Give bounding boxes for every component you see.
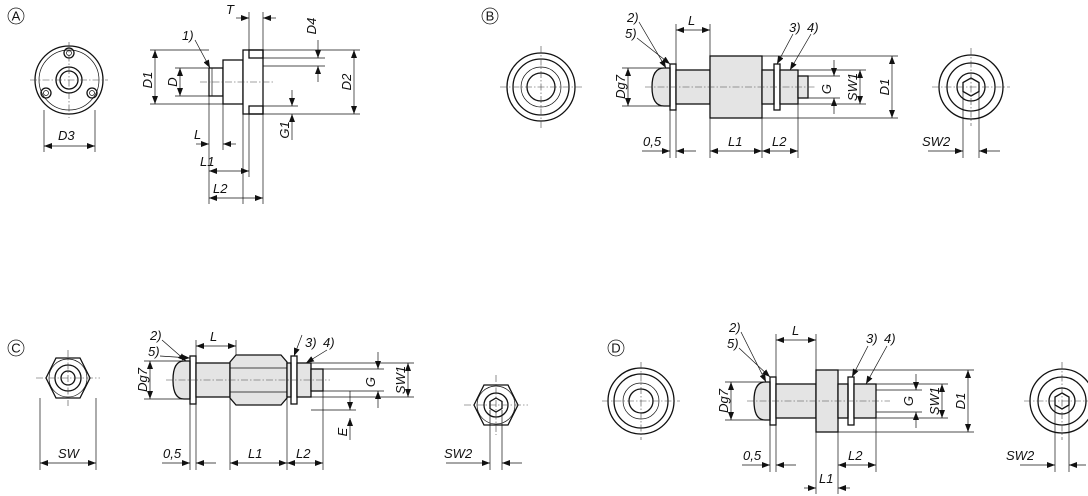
dim-label-l1: L1: [728, 134, 742, 149]
dim-label-sw1: SW1: [845, 73, 860, 101]
view-marker-b: B: [481, 7, 499, 25]
dim-label-sw2: SW2: [444, 446, 473, 461]
dim-label-d4: D4: [304, 18, 319, 35]
ref-label-4: 4): [323, 335, 335, 350]
dim-label-l1: L1: [248, 446, 262, 461]
dim-label-d1: D1: [140, 72, 155, 89]
dim-label-sw2: SW2: [922, 134, 951, 149]
ref-label-3: 3): [866, 331, 878, 346]
dim-label-dg7: Dg7: [135, 367, 150, 392]
dim-label-0-5: 0,5: [163, 446, 182, 461]
dim-label-dg7: Dg7: [613, 74, 628, 99]
view-marker-d: D: [607, 339, 625, 357]
view-marker-a-label: A: [12, 9, 21, 24]
view-b-side-view: 2) 5) 3) 4) L Dg7 G: [613, 10, 898, 158]
dim-label-g: G: [901, 396, 916, 406]
view-marker-b-label: B: [486, 9, 495, 24]
ref-label-5: 5): [727, 336, 739, 351]
dim-label-d1: D1: [877, 79, 892, 96]
dim-label-l: L: [210, 329, 217, 344]
view-b-front-view: [500, 46, 582, 128]
dim-label-l2: L2: [772, 134, 787, 149]
view-a-end-view: D3: [30, 42, 108, 152]
dim-label-g1: G1: [277, 121, 292, 138]
dim-label-e: E: [335, 427, 350, 436]
dim-label-dg7: Dg7: [716, 388, 731, 413]
ref-label-1: 1): [182, 28, 194, 43]
dim-label-d2: D2: [339, 73, 354, 90]
dim-label-sw2: SW2: [1006, 448, 1035, 463]
dim-label-l: L: [792, 323, 799, 338]
dim-label-l1: L1: [819, 471, 833, 486]
dim-label-sw1: SW1: [927, 387, 942, 415]
ref-label-5: 5): [148, 344, 160, 359]
ref-label-2: 2): [149, 328, 162, 343]
dim-label-d: D: [165, 77, 180, 86]
dim-label-0-5: 0,5: [743, 448, 762, 463]
ref-label-2: 2): [626, 10, 639, 25]
view-b-rear-view: SW2: [922, 48, 1010, 158]
view-a-side-view: 1) D1 D T D4 D2: [140, 2, 360, 204]
view-d-rear-view: SW2: [1006, 362, 1088, 472]
dim-label-l2: L2: [848, 448, 863, 463]
dim-label-l: L: [688, 13, 695, 28]
view-marker-c: C: [7, 339, 25, 357]
dim-label-sw1: SW1: [393, 366, 408, 394]
dim-label-l2: L2: [296, 446, 311, 461]
view-c-hex-view: SW: [36, 350, 100, 470]
dim-label-l2: L2: [213, 181, 228, 196]
ref-label-2: 2): [728, 320, 741, 335]
dim-label-l: L: [194, 127, 201, 142]
view-marker-c-label: C: [11, 341, 20, 356]
view-c-side-view: 2) 5) 3) 4) L Dg7 E: [135, 328, 414, 470]
dim-label-g: G: [819, 84, 834, 94]
view-a: A D3: [7, 2, 360, 204]
ref-label-3: 3): [789, 20, 801, 35]
dim-label-d1: D1: [953, 393, 968, 410]
ref-label-3: 3): [305, 335, 317, 350]
ref-label-5: 5): [625, 26, 637, 41]
view-marker-a: A: [7, 7, 25, 25]
view-d-side-view: 2) 5) 3) 4) L Dg7 G: [716, 320, 974, 494]
view-c-rear-view: SW2: [444, 375, 528, 470]
ref-label-4: 4): [807, 20, 819, 35]
view-marker-d-label: D: [611, 341, 620, 356]
view-b: B 2) 5) 3) 4): [481, 7, 1010, 158]
dim-label-0-5: 0,5: [643, 134, 662, 149]
dim-label-l1: L1: [200, 154, 214, 169]
ref-label-4: 4): [884, 331, 896, 346]
dim-label-d3: D3: [58, 128, 75, 143]
view-d: D 2) 5) 3) 4): [602, 320, 1088, 494]
dim-label-sw: SW: [58, 446, 81, 461]
view-c: C SW 2) 5: [7, 328, 528, 470]
dim-label-g: G: [363, 377, 378, 387]
dim-label-t: T: [226, 2, 235, 17]
view-d-front-view: [602, 362, 680, 440]
